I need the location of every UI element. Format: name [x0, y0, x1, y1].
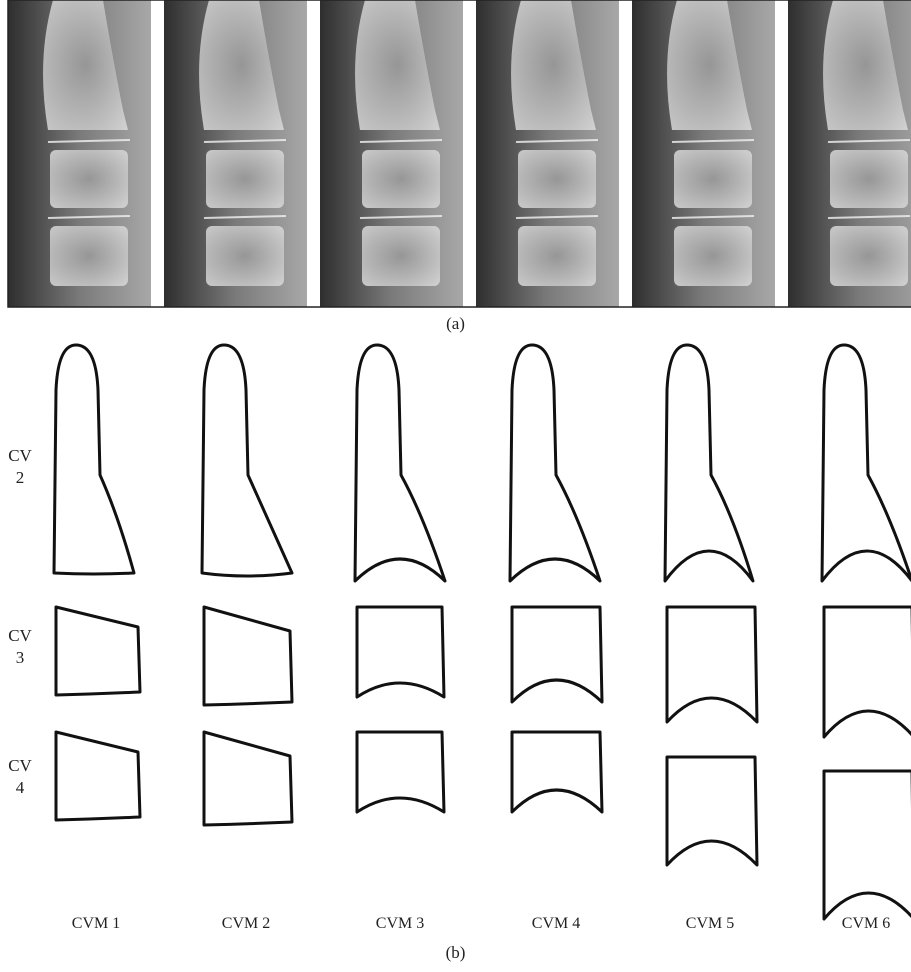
cv4-outline-stage-3: [357, 732, 444, 812]
stage-label-cvm1: CVM 1: [41, 915, 151, 933]
cv3-outline-stage-6: [824, 607, 911, 737]
cv3-outline-stage-4: [512, 607, 602, 702]
stage-label-cvm5: CVM 5: [655, 915, 765, 933]
radiograph-4: [476, 0, 619, 307]
cv4-outline-stage-5: [667, 757, 757, 865]
cv4-outline-stage-2: [204, 732, 292, 825]
cv2-outline-stage-2: [202, 345, 292, 576]
cv2-outline-stage-6: [822, 345, 911, 581]
stage-label-cvm6: CVM 6: [811, 915, 911, 933]
cv3-outline-stage-2: [204, 607, 292, 705]
cv4-outline-stage-6: [824, 771, 911, 919]
radiograph-strip: [8, 0, 911, 307]
cv2-outline-stage-1: [54, 345, 134, 574]
cv2-outline-stage-5: [665, 345, 753, 581]
vertebra-tracing-diagram: CV2 CV3 CV4 CVM 1 CVM 2 CVM 3 CVM 4 CVM …: [0, 345, 911, 945]
stage-label-cvm4: CVM 4: [501, 915, 611, 933]
cv2-outline-stage-3: [355, 345, 445, 581]
cv3-outline-stage-5: [667, 607, 757, 722]
cv4-outline-stage-4: [512, 732, 602, 812]
radiograph-1: [8, 0, 151, 307]
panel-a-caption: (a): [0, 314, 911, 334]
panel-b-caption: (b): [0, 943, 911, 963]
stage-label-cvm2: CVM 2: [191, 915, 301, 933]
cv3-outline-stage-1: [56, 607, 140, 695]
radiograph-2: [164, 0, 307, 307]
vertebra-outlines: [0, 345, 911, 905]
radiograph-3: [320, 0, 463, 307]
cv4-outline-stage-1: [56, 732, 140, 820]
cv3-outline-stage-3: [357, 607, 444, 697]
radiograph-6: [788, 0, 911, 307]
radiograph-5: [632, 0, 775, 307]
stage-label-cvm3: CVM 3: [345, 915, 455, 933]
cv2-outline-stage-4: [510, 345, 600, 581]
